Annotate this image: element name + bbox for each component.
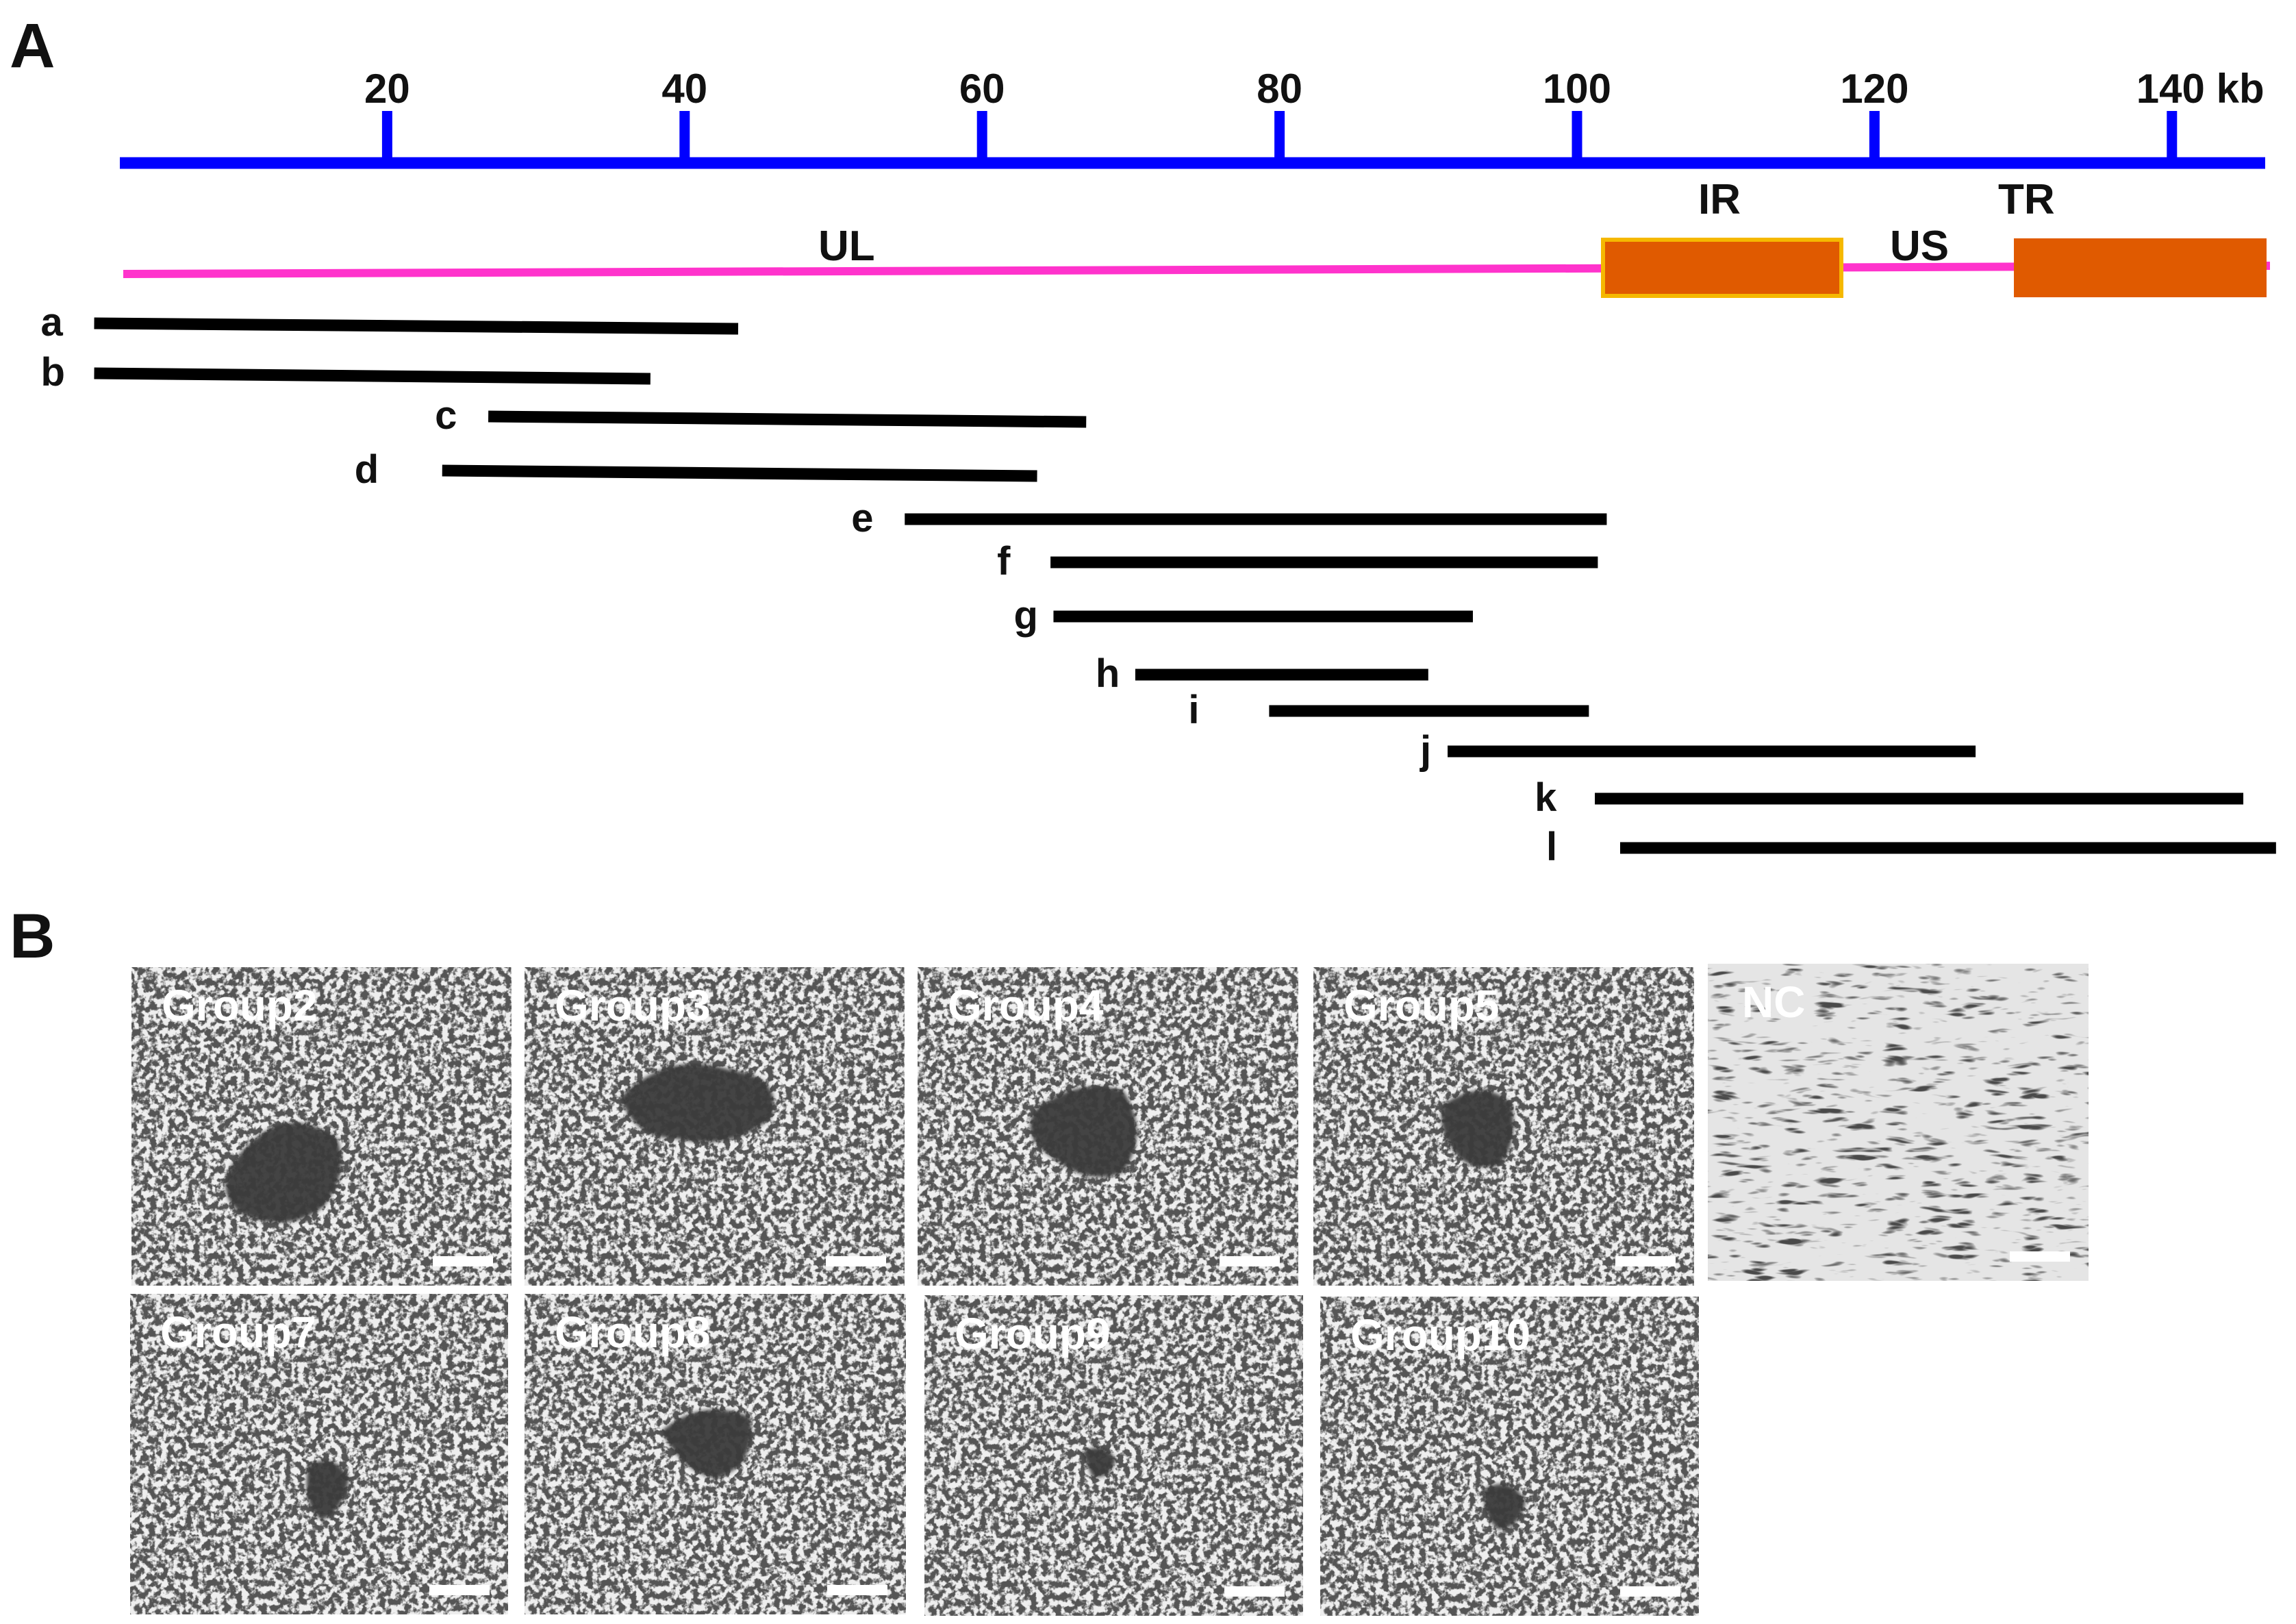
fragment-label-e: e [851, 496, 873, 540]
scale-tick-label: 40 [661, 66, 707, 112]
micrograph-group8: Group8 [525, 1294, 906, 1614]
fragment-label-i: i [1188, 688, 1199, 732]
fragment-label-b: b [41, 350, 65, 395]
cell-texture [1320, 1297, 1699, 1616]
panel-b-letter: B [10, 901, 55, 971]
fragment-label-c: c [435, 393, 457, 438]
plaque-region [306, 1460, 349, 1520]
fragment-label-l: l [1546, 825, 1557, 869]
scale-bar [1620, 1586, 1680, 1597]
genome-line-unique [123, 262, 2271, 278]
fragment-label-g: g [1013, 593, 1037, 638]
scale-bar [826, 1256, 886, 1266]
micrograph-label: Group5 [1343, 981, 1500, 1030]
micrograph-group9: Group9 [924, 1295, 1303, 1616]
micrograph-label: Group2 [162, 981, 318, 1030]
scale-tick-label: 100 [1543, 66, 1611, 112]
fragment-label-a: a [41, 300, 64, 345]
cell-texture [131, 967, 512, 1286]
plaque-region [1484, 1484, 1526, 1529]
tr-region-label: TR [1998, 176, 2055, 223]
micrograph-grid: Group2 Group3 Group4 Group5 NC Group7 Group8 Gr… [130, 964, 2089, 1616]
plaque-region [1441, 1090, 1514, 1167]
fragment-bar-d [442, 464, 1037, 482]
micrograph-group5: Group5 [1313, 967, 1694, 1286]
fragment-bar-a [94, 317, 739, 335]
fragment-label-f: f [997, 539, 1011, 584]
scale-bar [429, 1585, 490, 1595]
micrograph-label: NC [1742, 977, 1805, 1027]
panel-a-letter: A [10, 11, 55, 81]
scale-bar [827, 1585, 887, 1595]
micrograph-group7: Group7 [130, 1294, 508, 1614]
scale-tick-label: 120 [1840, 66, 1908, 112]
plaque-region [620, 1064, 774, 1142]
cell-texture [130, 1294, 508, 1614]
scale-bar [2010, 1251, 2070, 1262]
plaque-region [661, 1409, 752, 1479]
micrograph-label: Group3 [555, 981, 711, 1030]
fragment-bars: ab c d e fg h i j kl [41, 300, 2276, 869]
fragment-label-j: j [1420, 728, 1431, 773]
scale-tick-label: 140 kb [2136, 66, 2265, 112]
micrograph-label: Group7 [160, 1308, 316, 1357]
scale-bar [433, 1256, 493, 1266]
scale-bar [1615, 1256, 1676, 1266]
fragment-label-d: d [355, 447, 379, 492]
scale-bar [1220, 1256, 1280, 1266]
scale-tick-label: 80 [1257, 66, 1302, 112]
micrograph-nc: NC [1708, 964, 2089, 1281]
kb-scale-ruler: 20 40 60 80 100 120 140 kb [120, 66, 2265, 169]
scale-bar [1224, 1586, 1285, 1597]
fragment-bar-b [94, 367, 651, 385]
ir-region-box [1601, 238, 1843, 298]
plaque-region [1030, 1086, 1137, 1177]
plaque-region [225, 1123, 342, 1223]
fragment-label-h: h [1096, 651, 1120, 696]
cell-texture [924, 1295, 1303, 1616]
ir-region-label: IR [1698, 176, 1741, 223]
micrograph-group2: Group2 [131, 967, 512, 1286]
micrograph-label: Group10 [1350, 1310, 1530, 1360]
scale-tick-label: 20 [364, 66, 410, 112]
scale-tick-label: 60 [959, 66, 1005, 112]
micrograph-label: Group4 [948, 981, 1104, 1030]
tr-region-box [2014, 238, 2267, 297]
micrograph-label: Group9 [955, 1309, 1111, 1358]
fragment-label-k: k [1535, 775, 1557, 820]
micrograph-group4: Group4 [918, 967, 1298, 1286]
us-region-label: US [1890, 223, 1949, 270]
plaque-region [1082, 1447, 1116, 1477]
micrograph-group10: Group10 [1320, 1297, 1699, 1616]
cell-texture [1708, 964, 2089, 1281]
ul-region-label: UL [818, 223, 875, 270]
micrograph-group3: Group3 [525, 967, 905, 1286]
micrograph-label: Group8 [555, 1308, 711, 1357]
fragment-bar-c [488, 410, 1087, 428]
genome-map: UL IR US TR [123, 176, 2271, 298]
